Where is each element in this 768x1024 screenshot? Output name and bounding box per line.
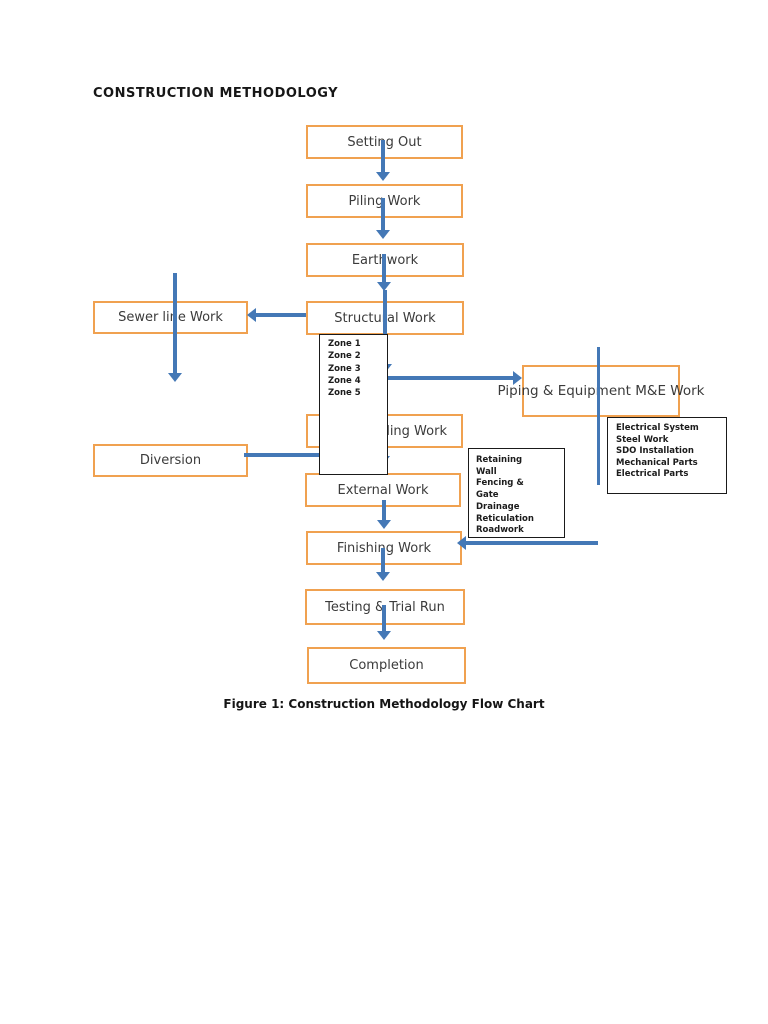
arrow-to-piping-equipment [385, 371, 522, 385]
line-piping-vertical [597, 347, 600, 485]
arrow-earthwork-to-structural [377, 254, 391, 291]
arrow-external-to-finishing [377, 500, 391, 529]
external-scope-item: Roadwork [476, 525, 524, 536]
zone-list-item: Zone 2 [328, 351, 361, 362]
me-scope-item: Electrical Parts [616, 469, 689, 480]
arrow-finishing-to-testing [376, 548, 390, 581]
page-title: CONSTRUCTION METHODOLOGY [93, 86, 339, 101]
arrow-structural-to-sewer [247, 308, 306, 322]
external-scope-item: Reticulation [476, 513, 534, 524]
flow-node-diversion-label: Diversion [139, 453, 202, 468]
zones-list-box: Zone 1 Zone 2 Zone 3 Zone 4 Zone 5 [319, 334, 388, 475]
external-scope-item: Retaining [476, 455, 523, 465]
arrow-sewer-line-down [168, 273, 182, 382]
arrow-setting-out-to-piling [376, 140, 390, 181]
external-scope-list-box: Retaining Wall Fencing & Gate Drainage R… [468, 448, 565, 538]
flow-node-external-work-label: External Work [337, 482, 429, 498]
flow-node-external-work: External Work [305, 473, 461, 507]
flow-node-completion-label: Completion [349, 658, 424, 673]
zone-list-item: Zone 3 [328, 363, 361, 374]
zone-list-item: Zone 4 [328, 375, 361, 386]
zone-list-item: Zone 1 [328, 339, 361, 349]
external-scope-item: Wall [476, 466, 497, 477]
arrow-right-into-finishing [457, 536, 598, 550]
external-scope-item: Fencing & [476, 478, 524, 489]
me-scope-item: Electrical System [616, 423, 699, 433]
flow-node-sewer-line-work: Sewer line Work [93, 301, 248, 334]
me-scope-item: Mechanical Parts [616, 457, 698, 468]
figure-caption: Figure 1: Construction Methodology Flow … [223, 697, 545, 711]
external-scope-item: Gate [476, 490, 499, 501]
flow-node-piping-equipment-me-work: Piping & Equipment M&E Work [498, 365, 704, 417]
me-scope-item: Steel Work [616, 434, 669, 445]
me-scope-item: SDO Installation [616, 446, 694, 457]
flow-node-diversion: Diversion [93, 444, 248, 477]
flow-node-piping-equipment-me-work-label: Piping & Equipment M&E Work [497, 383, 705, 399]
arrow-testing-to-completion [377, 605, 391, 640]
flow-node-completion: Completion [307, 647, 466, 684]
flow-node-sewer-line-work-label: Sewer line Work [118, 310, 223, 325]
arrow-piling-to-earthwork [376, 198, 390, 239]
zone-list-item: Zone 5 [328, 388, 361, 399]
external-scope-item: Drainage [476, 501, 520, 512]
line-diversion-to-flow [244, 453, 378, 457]
me-scope-list-box: Electrical System Steel Work SDO Install… [607, 417, 727, 494]
